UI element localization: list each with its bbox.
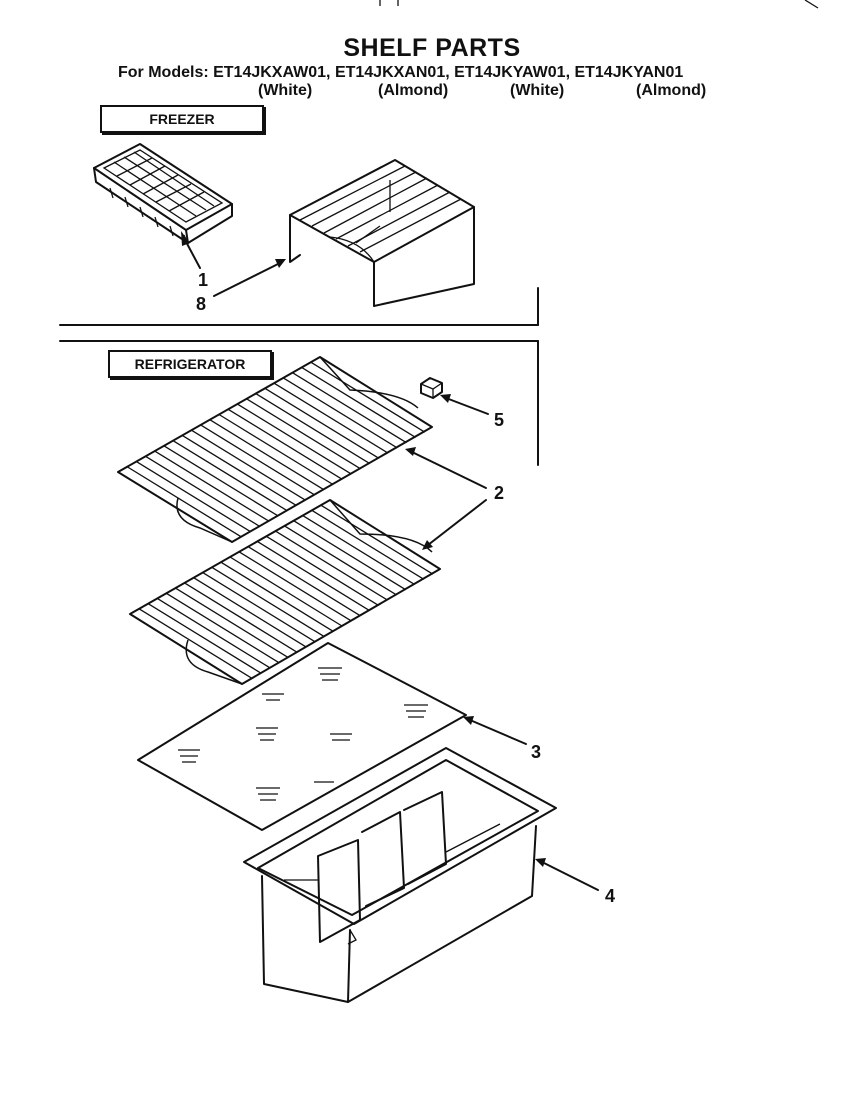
shelf-rung — [273, 382, 389, 454]
shelf-rung — [145, 455, 260, 527]
color-white-2: (White) — [510, 82, 565, 99]
shelf-rung — [256, 540, 370, 612]
shelf-rung — [211, 566, 325, 637]
shelf-rung — [302, 514, 416, 586]
shelf-rung — [284, 525, 397, 596]
shelf-rung — [136, 460, 251, 533]
shelf-rung — [246, 398, 361, 470]
shelf-rung — [275, 530, 388, 601]
shelf-rung — [166, 592, 279, 663]
freezer-section-border — [59, 287, 539, 326]
shelf-rung — [126, 466, 242, 538]
freezer-shelf-part — [289, 159, 475, 307]
callout-2: 2 — [494, 483, 505, 503]
shelf-rung — [311, 509, 425, 580]
leader-4 — [535, 858, 599, 891]
shelf-rung — [200, 424, 315, 496]
models-line: For Models: ET14JKXAW01, ET14JKXAN01, ET… — [118, 64, 684, 81]
leader-8 — [213, 259, 286, 297]
freezer-label: FREEZER — [100, 105, 264, 133]
shelf-rung — [193, 577, 306, 648]
refrigerator-label: REFRIGERATOR — [108, 350, 272, 378]
page-title: SHELF PARTS — [343, 34, 521, 62]
shelf-rung — [264, 387, 380, 459]
crisper-pan-part — [243, 747, 557, 1003]
leader-5 — [440, 394, 489, 415]
leader-3 — [463, 716, 527, 745]
callout-3: 3 — [531, 742, 542, 762]
refrigerator-section-border — [59, 340, 539, 466]
shelf-rung — [247, 546, 361, 617]
glass-shelf-part — [137, 642, 467, 831]
color-almond-1: (Almond) — [378, 82, 449, 99]
shelf-rung — [184, 582, 297, 653]
shelf-rung — [292, 372, 407, 444]
shelf-rung — [138, 608, 252, 679]
wire-shelf-part-lower — [129, 499, 441, 685]
shelf-rung — [172, 440, 288, 512]
shelf-rung — [301, 366, 416, 439]
shelf-rung — [227, 408, 343, 480]
shelf-rung — [154, 450, 270, 522]
color-white-1: (White) — [258, 82, 313, 99]
shelf-rung — [238, 551, 352, 622]
shelf-rung — [293, 520, 406, 591]
shelf-rung — [320, 504, 434, 575]
shelf-rung — [191, 429, 306, 501]
shelf-rung — [220, 561, 334, 632]
wire-shelf-part — [117, 356, 433, 543]
leader-2-upper — [405, 447, 487, 489]
callout-1: 1 — [198, 270, 209, 290]
shelf-rung — [237, 403, 352, 475]
shelf-rung — [218, 413, 334, 486]
shelf-rung — [202, 571, 316, 643]
shelf-clip-part — [420, 377, 443, 399]
shelf-rung — [266, 535, 379, 606]
ice-tray-part — [93, 143, 233, 244]
shelf-rung — [209, 419, 325, 491]
leader-1 — [181, 231, 201, 269]
shelf-rung — [310, 361, 426, 433]
shelf-rung — [229, 556, 343, 627]
callout-8: 8 — [196, 294, 207, 314]
shelf-rung — [163, 445, 279, 517]
shelf-rung — [282, 377, 398, 449]
shelf-rung — [181, 434, 297, 506]
leader-2-lower — [422, 499, 487, 550]
callout-4: 4 — [605, 886, 616, 906]
shelf-rung — [147, 603, 261, 674]
shelf-rung — [156, 597, 270, 669]
shelf-rung — [255, 393, 371, 465]
shelf-rung — [175, 587, 288, 658]
color-almond-2: (Almond) — [636, 82, 707, 99]
callout-5: 5 — [494, 410, 505, 430]
